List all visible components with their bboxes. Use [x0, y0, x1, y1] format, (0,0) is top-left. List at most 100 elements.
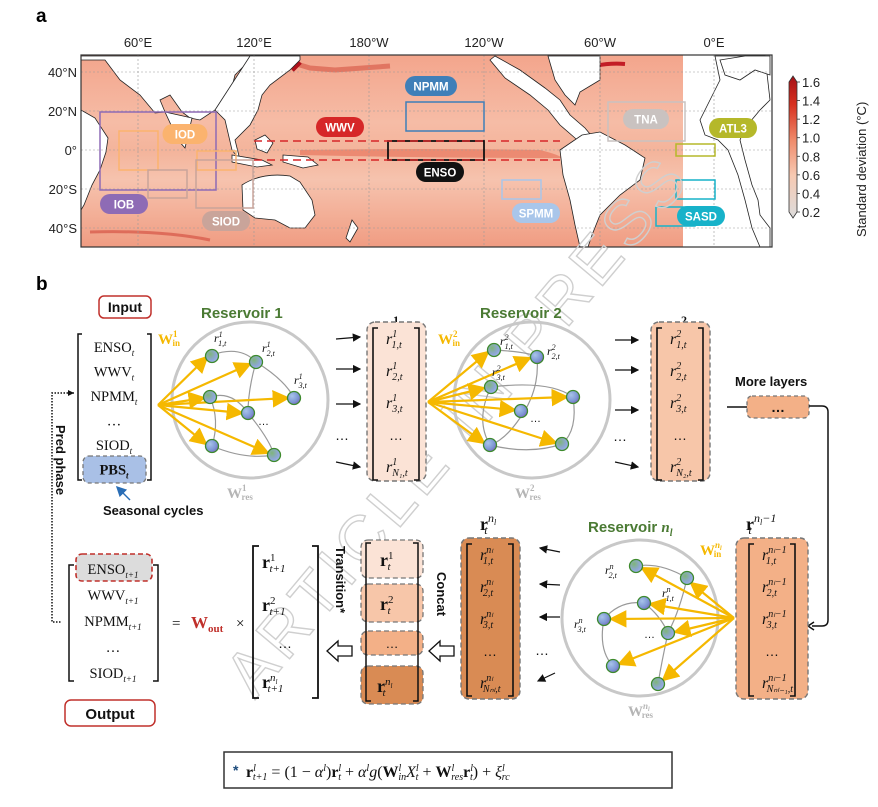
svg-text:ATL3: ATL3	[719, 124, 747, 136]
latitude-ticks: 40°N20°N0°20°S40°S	[48, 65, 77, 236]
svg-text:NPMM: NPMM	[413, 82, 448, 94]
pred-phase-label: Pred phase	[53, 425, 68, 495]
concat-rn	[360, 665, 424, 705]
longitude-tick: 0°E	[703, 35, 724, 50]
node	[513, 403, 529, 419]
r2-input-arrows	[614, 335, 640, 470]
panel-a-label: a	[36, 6, 47, 27]
concat-r1	[360, 539, 424, 579]
r2-arrows-ellipsis: …	[613, 428, 627, 444]
equation-box	[223, 751, 673, 789]
svg-text:IOB: IOB	[114, 200, 134, 212]
more-layers-label: More layers	[735, 374, 807, 389]
vector-entry: WWVt	[94, 365, 135, 383]
svg-text:SASD: SASD	[685, 212, 717, 224]
vector-entry: ENSOt+1	[88, 562, 139, 580]
colorbar-tick: 0.4	[802, 186, 820, 201]
vector-entry: PBSt	[99, 463, 129, 481]
reservoir-1-title: Reservoir 1	[201, 305, 283, 322]
svg-text:rn2,t: rn2,t	[605, 562, 618, 580]
vector-ellipsis: …	[673, 427, 687, 443]
svg-text:r13,t: r13,t	[294, 372, 308, 390]
concat-label: Concat	[434, 572, 449, 617]
npmm-box	[405, 101, 485, 132]
land-masses	[80, 55, 771, 248]
svg-text:r1t: r1t	[380, 550, 394, 573]
node	[286, 390, 302, 406]
region-label-atl3: ATL3	[709, 118, 757, 138]
output-label: Output	[85, 706, 134, 723]
seasonal-arrow	[115, 485, 131, 501]
latitude-tick: 20°N	[48, 104, 77, 119]
colorbar-tick: 1.6	[802, 75, 820, 90]
more-layers-ellipsis: …	[771, 399, 785, 415]
region-boxes	[99, 101, 716, 227]
node-ellipsis: …	[530, 413, 541, 425]
svg-text:r1t+1: r1t+1	[262, 552, 285, 575]
node	[202, 389, 218, 405]
node	[529, 349, 545, 365]
node-ellipsis: …	[258, 416, 269, 428]
node	[204, 348, 220, 364]
svg-text:r11,t: r11,t	[214, 330, 227, 348]
equation-star: *	[233, 762, 239, 778]
r1-arrows-ellipsis: …	[335, 427, 349, 443]
concat-rmid	[360, 630, 424, 656]
node	[482, 437, 498, 453]
concat-r2	[360, 583, 424, 623]
pbs-highlight	[82, 455, 147, 484]
node	[565, 389, 581, 405]
longitude-tick: 60°W	[584, 35, 617, 50]
rnl-1-vector-box	[735, 537, 809, 700]
latitude-tick: 40°N	[48, 65, 77, 80]
reservoir-n-title: Reservoir nl	[588, 519, 673, 539]
svg-text:r12,t: r12,t	[262, 340, 276, 358]
region-label-enso: ENSO	[416, 162, 464, 182]
iod-west-box	[118, 130, 159, 171]
svg-text:TNA: TNA	[634, 115, 658, 127]
longitude-tick: 120°W	[464, 35, 504, 50]
colorbar-tick: 1.2	[802, 112, 820, 127]
spmm-box	[501, 179, 542, 200]
sasd-box-1	[675, 179, 716, 200]
colorbar-ticks: 1.61.41.21.00.80.60.40.2	[797, 75, 820, 220]
svg-text:rn3,t: rn3,t	[574, 616, 587, 634]
vector-entry: …	[107, 414, 122, 430]
node-ellipsis: …	[644, 629, 655, 641]
rnl-vector-box	[460, 537, 521, 700]
region-label-iob: IOB	[100, 194, 148, 214]
input-label-box	[98, 295, 152, 319]
region-label-tna: TNA	[623, 109, 669, 129]
colorbar-tick: 1.0	[802, 131, 820, 146]
next-state-ellipsis: …	[278, 635, 292, 651]
longitude-tick: 60°E	[124, 35, 153, 50]
svg-text:WWV: WWV	[325, 123, 355, 135]
region-label-npmm: NPMM	[405, 76, 457, 96]
sst-map	[80, 54, 773, 248]
siod-east-box	[195, 159, 254, 209]
equals-sign: =	[172, 616, 180, 632]
vector-ellipsis: …	[765, 643, 779, 659]
times-sign: ×	[236, 616, 244, 632]
